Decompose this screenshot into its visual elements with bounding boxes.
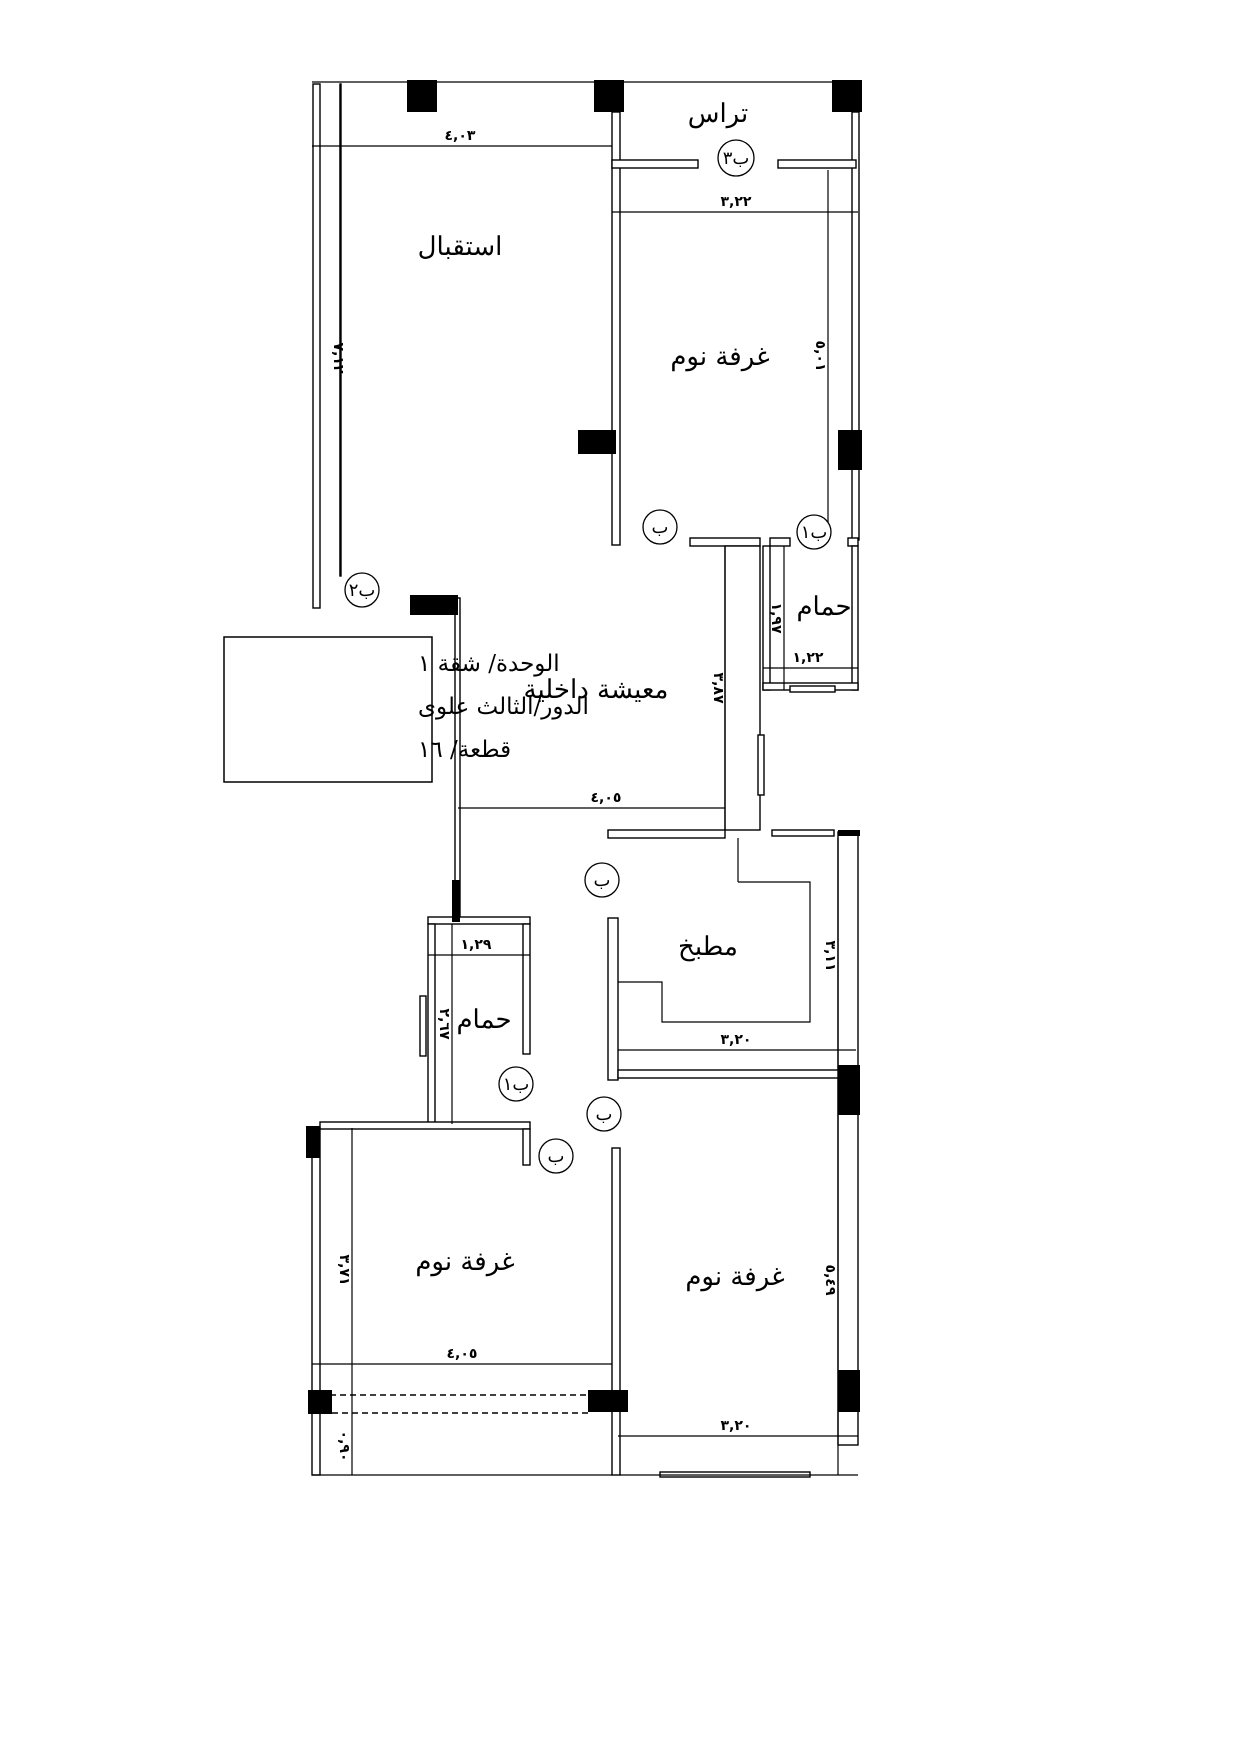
- dimension-lines: [312, 85, 858, 1476]
- dim-reception-h: ٧,١٢: [330, 343, 346, 374]
- room-label-bath-top: حمام: [796, 592, 851, 622]
- door-b2: ب٢: [349, 580, 376, 601]
- dim-reception-w: ٤,٠٣: [445, 128, 476, 144]
- dim-bedroom-br-h: ٥,٤٩: [822, 1265, 838, 1296]
- dim-bath-top-h: ١,٩٧: [768, 603, 784, 634]
- door-b-kitchen: ب: [594, 870, 611, 891]
- room-label-living: معيشة داخلية: [524, 675, 669, 705]
- door-markers: ب٣ ب ب١ ب٢ ب ب١ ب ب: [344, 139, 832, 1174]
- dim-bath-mid-h: ٢,٦٧: [436, 1009, 452, 1040]
- room-label-kitchen: مطبخ: [678, 932, 738, 962]
- dim-kitchen-w: ٣,٢٠: [721, 1032, 752, 1048]
- info-unit: الوحدة/ شقة ١: [418, 651, 560, 677]
- dim-bath-mid-w: ١,٢٩: [461, 937, 492, 953]
- door-b1-bath: ب١: [503, 1074, 530, 1095]
- door-b3: ب٣: [723, 148, 750, 169]
- room-label-bedroom-bl: غرفة نوم: [415, 1247, 514, 1277]
- door-b-top: ب: [652, 517, 669, 538]
- room-label-bedroom-br: غرفة نوم: [685, 1262, 784, 1292]
- door-b-br: ب: [596, 1104, 613, 1125]
- room-label-terrace: تراس: [688, 99, 749, 129]
- dim-bedroom-br-w: ٣,٢٠: [721, 1418, 752, 1434]
- door-b-bl: ب: [548, 1146, 565, 1167]
- dim-bedroom-top-h: ٥,٠١: [812, 341, 828, 372]
- dim-bedroom-bl-h: ٣,٧١: [336, 1255, 352, 1286]
- dim-living-w: ٤,٠٥: [591, 790, 622, 806]
- room-label-bedroom-top: غرفة نوم: [670, 342, 769, 372]
- dim-corridor-h: ٣,٨٧: [710, 673, 726, 704]
- dim-bedroom-bl-w: ٤,٠٥: [447, 1346, 478, 1362]
- door-b1-top: ب١: [801, 522, 828, 543]
- dim-balcony-h: ٠,٩٠: [336, 1431, 352, 1462]
- dim-kitchen-h: ٣,١١: [822, 941, 838, 972]
- dimension-labels: ٤,٠٣ ٣,٢٢ ٧,١٢ ٥,٠١ ١,٩٧ ١,٢٢ ٣,٨٧ ٤,٠٥ …: [330, 128, 838, 1461]
- dim-bedroom-top-w: ٣,٢٢: [721, 194, 752, 210]
- columns: [306, 80, 862, 1414]
- info-floor: الدور/الثالث علوى: [418, 694, 589, 720]
- dim-bath-top-w: ١,٢٢: [793, 650, 824, 666]
- info-box: الوحدة/ شقة ١ الدور/الثالث علوى قطعة/ ١٦: [223, 636, 589, 783]
- info-plot: قطعة/ ١٦: [418, 737, 511, 763]
- walls: [311, 83, 860, 1478]
- room-label-reception: استقبال: [418, 232, 503, 262]
- room-label-bath-mid: حمام: [456, 1005, 511, 1035]
